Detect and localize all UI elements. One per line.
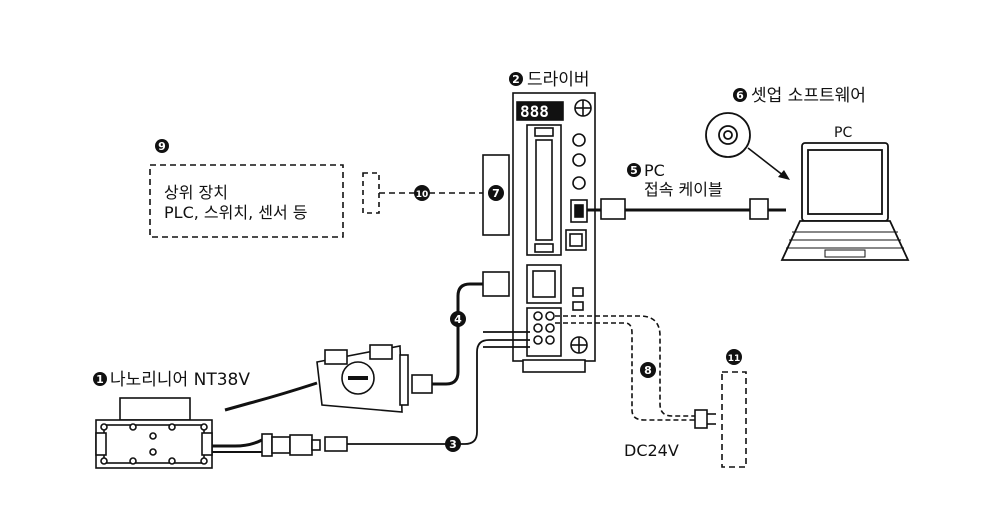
label-host-1: 상위 장치 <box>164 183 228 202</box>
marker-2: 2 <box>509 72 523 86</box>
svg-text:4: 4 <box>454 313 462 326</box>
svg-text:11: 11 <box>728 354 741 364</box>
marker-9: 9 <box>155 139 169 153</box>
svg-text:2: 2 <box>512 73 520 86</box>
host-device-box <box>149 164 344 238</box>
power-supply-lines <box>555 315 695 421</box>
svg-text:1: 1 <box>96 373 104 386</box>
host-connector <box>362 172 380 214</box>
label-nanolinear: 나노리니어 NT38V <box>110 370 250 390</box>
power-cable-3 <box>347 339 530 445</box>
label-dc24v: DC24V <box>624 441 679 460</box>
pc-cable <box>587 198 786 220</box>
marker-8: 8 <box>640 362 656 378</box>
svg-text:6: 6 <box>736 89 744 102</box>
cd-disc-icon <box>705 112 751 158</box>
dsub-connector <box>316 344 409 413</box>
marker-3: 3 <box>445 436 461 452</box>
setup-arrow-line <box>747 147 785 177</box>
svg-text:10: 10 <box>416 190 429 200</box>
svg-text:7: 7 <box>492 187 500 200</box>
svg-text:888: 888 <box>520 102 549 121</box>
motor-cable <box>411 271 510 394</box>
svg-text:8: 8 <box>644 364 652 377</box>
svg-text:9: 9 <box>158 140 166 153</box>
actuator-cable <box>212 438 263 448</box>
marker-1: 1 <box>93 372 107 386</box>
setup-arrow-head <box>778 170 790 180</box>
label-pc: PC <box>834 125 852 141</box>
svg-text:5: 5 <box>630 164 638 177</box>
label-pc-cable-1: PC <box>644 161 665 180</box>
power-cable-plug <box>324 436 348 452</box>
nanolinear-actuator <box>95 397 213 469</box>
label-host-2: PLC, 스위치, 센서 등 <box>164 203 307 222</box>
laptop-icon <box>780 142 910 261</box>
dsub-cable <box>224 381 318 412</box>
marker-5: 5 <box>627 163 641 177</box>
svg-text:3: 3 <box>449 438 457 451</box>
label-driver: 드라이버 <box>527 70 590 90</box>
power-supply-box <box>721 371 747 468</box>
marker-4: 4 <box>450 311 466 327</box>
marker-6: 6 <box>733 88 747 102</box>
label-setup-software: 셋업 소프트웨어 <box>751 86 866 106</box>
actuator-plug <box>261 433 321 457</box>
marker-11: 11 <box>726 349 742 365</box>
driver-unit: 888 <box>512 92 596 373</box>
dc-plug <box>694 409 716 429</box>
marker-7: 7 <box>488 185 504 201</box>
label-pc-cable-2: 접속 케이블 <box>644 180 723 199</box>
marker-10: 10 <box>414 185 430 201</box>
